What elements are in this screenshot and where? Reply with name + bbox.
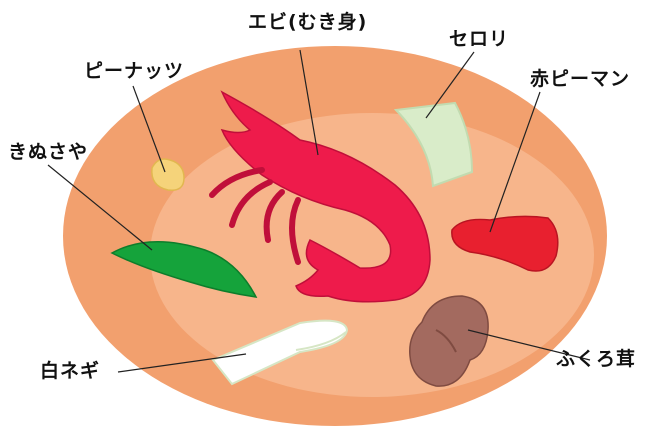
leek-illustration — [211, 319, 349, 386]
snow-pea-illustration — [110, 241, 258, 298]
label-celery: セロリ — [449, 28, 510, 50]
label-red-pepper: 赤ピーマン — [530, 68, 631, 90]
mushroom-stem-line — [435, 329, 457, 353]
label-shrimp: エビ(むき身) — [248, 11, 368, 33]
leader-line-shrimp — [299, 49, 319, 156]
peanut-illustration — [151, 158, 185, 191]
leader-line-red-pepper — [489, 91, 541, 233]
leader-line-celery — [425, 51, 475, 119]
label-leek: 白ネギ — [40, 360, 101, 382]
label-mushroom: ふくろ茸 — [556, 348, 637, 370]
leader-line-mushroom — [467, 329, 591, 361]
leader-line-snow-pea — [47, 164, 153, 251]
label-peanut: ピーナッツ — [84, 60, 185, 82]
red-pepper-illustration — [451, 215, 559, 272]
leek-tip — [295, 331, 347, 351]
celery-illustration — [393, 101, 474, 188]
shrimp-illustration — [209, 90, 431, 303]
leader-line-peanut — [132, 85, 166, 173]
label-snow-pea: きぬさや — [8, 141, 89, 163]
leader-line-leek — [117, 353, 247, 373]
